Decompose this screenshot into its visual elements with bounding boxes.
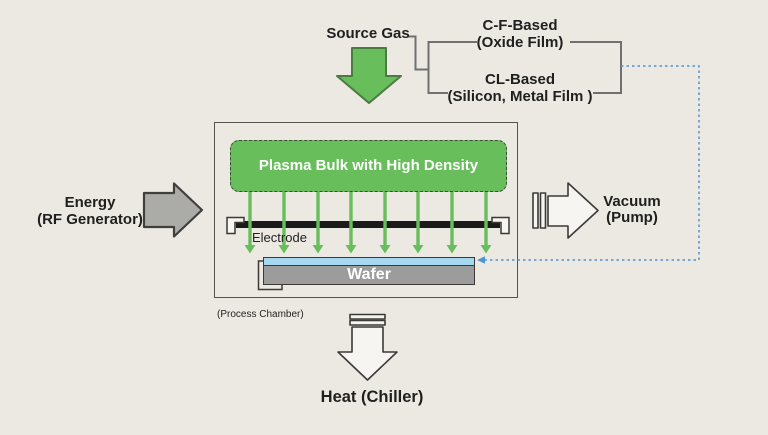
plasma-bulk-box: Plasma Bulk with High Density [230, 140, 507, 192]
ion-flux-arrow [480, 192, 492, 254]
cl-based-name: CL-Based [484, 70, 556, 88]
cf-based-name: C-F-Based [482, 17, 558, 34]
wafer-stack: Wafer [263, 257, 475, 285]
vacuum-arrow-icon [532, 182, 599, 239]
gas-types-left-bracket [427, 41, 477, 94]
ion-flux-arrow [412, 192, 424, 254]
gas-feed-arrowhead-icon [477, 256, 485, 264]
ion-flux-arrow [244, 192, 256, 254]
cf-based-label: C-F-Based (Oxide Film) [477, 17, 564, 51]
cf-based-target: (Oxide Film) [476, 34, 564, 51]
gas-feed-dotted-line [484, 65, 700, 261]
process-chamber-box [214, 122, 518, 298]
source-gas-label: Source Gas [326, 25, 410, 42]
plasma-bulk-label: Plasma Bulk with High Density [258, 157, 479, 175]
energy-arrow-icon [142, 182, 204, 238]
energy-line1: Energy [64, 194, 116, 211]
electrode-bar [236, 221, 500, 228]
wafer-label: Wafer [347, 265, 391, 283]
source-gas-connector-line [408, 35, 428, 71]
heat-label: Heat (Chiller) [320, 388, 424, 406]
vacuum-line2: (Pump) [606, 209, 658, 226]
ion-flux-arrow [345, 192, 357, 254]
cl-based-target: (Silicon, Metal Film ) [447, 87, 593, 105]
electrode-right-bracket-icon [491, 216, 510, 235]
vacuum-label: Vacuum (Pump) [603, 192, 661, 227]
electrode-label: Electrode [252, 229, 307, 245]
wafer-surface-layer [264, 258, 474, 266]
ion-flux-arrow [312, 192, 324, 254]
energy-line2: (RF Generator) [37, 211, 143, 228]
vacuum-line1: Vacuum [603, 192, 661, 210]
heat-arrow-icon [337, 313, 398, 381]
gas-types-right-bracket [570, 41, 622, 94]
ion-flux-arrow [379, 192, 391, 254]
source-gas-arrow-icon [336, 47, 402, 104]
ion-flux-arrow [446, 192, 458, 254]
cl-based-label: CL-Based (Silicon, Metal Film ) [447, 71, 592, 105]
electrode-left-bracket-icon [226, 216, 245, 235]
process-chamber-caption: (Process Chamber) [217, 309, 304, 320]
wafer-body: Wafer [264, 265, 474, 284]
ion-flux-arrow [278, 192, 290, 254]
energy-label: Energy (RF Generator) [37, 194, 143, 228]
